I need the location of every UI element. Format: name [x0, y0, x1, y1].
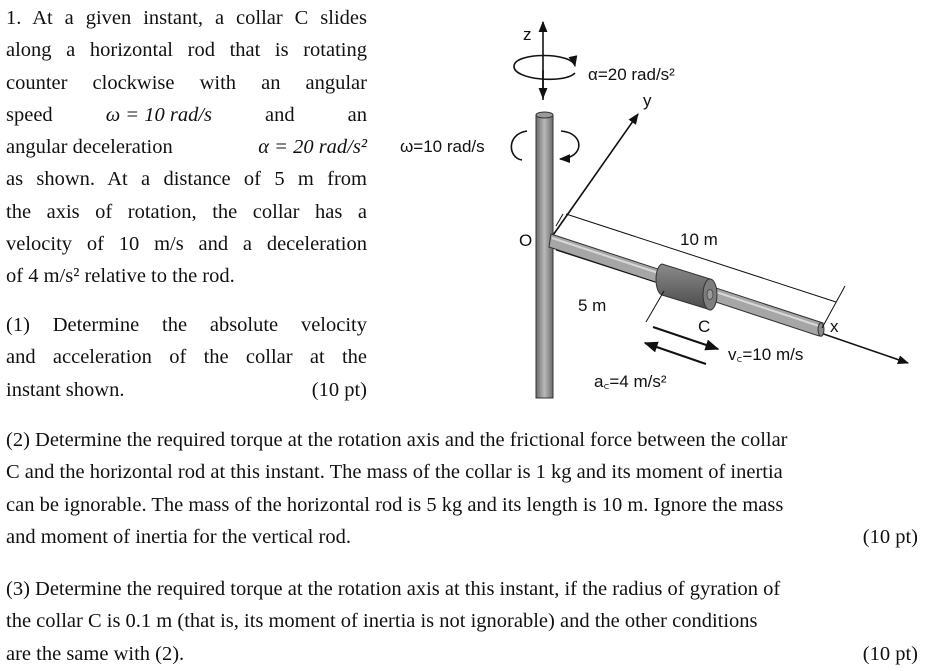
y-axis-label: y [643, 91, 652, 110]
length-dimension-tick-right [821, 285, 846, 329]
intro-an-word: an [347, 103, 367, 126]
intro-line-6: as shown. At a distance of 5 m from [6, 168, 367, 191]
q2-line-1: (2) Determine the required torque at the… [6, 429, 788, 451]
intro-line-2: along a horizontal rod that is rotating [6, 39, 367, 62]
intro-line-5: angular deceleration α = 20 rad/s² [6, 131, 367, 163]
intro-line-8: velocity of 10 m/s and a deceleration [6, 233, 367, 256]
q2-line-4: and moment of inertia for the vertical r… [6, 521, 918, 553]
length-dimension-tick-left [555, 213, 564, 227]
vertical-rod-top [535, 111, 554, 119]
collar-label: C [698, 317, 710, 336]
omega-expression: ω = 10 rad/s [105, 103, 213, 126]
q1-line-2: and acceleration of the collar at the [6, 346, 367, 369]
collar-c [655, 263, 718, 311]
alpha-arc-icon [513, 54, 578, 81]
q3-line-3: are the same with (2). (10 pt) [6, 638, 918, 670]
distance-dimension-tick [645, 290, 665, 323]
length-label: 10 m [680, 230, 718, 249]
q1-line-3: instant shown. (10 pt) [6, 374, 367, 406]
q3-points: (10 pt) [862, 642, 918, 665]
alpha-label: α=20 rad/s² [588, 65, 675, 84]
z-axis-label: z [523, 25, 532, 44]
intro-line-4: speed ω = 10 rad/s and an [6, 99, 367, 131]
intro-deceleration-words: angular deceleration [6, 136, 173, 159]
alpha-expression: α = 20 rad/s² [258, 136, 367, 159]
question-1: (1) Determine the absolute velocity and … [6, 309, 367, 406]
velocity-arrow [652, 326, 720, 351]
q2-line-4-text: and moment of inertia for the vertical r… [6, 525, 351, 548]
acceleration-label: a꜀=4 m/s² [594, 372, 667, 391]
intro-and-word: and [265, 103, 295, 126]
omega-arc-icon [510, 130, 580, 160]
intro-line-7: the axis of rotation, the collar has a [6, 200, 367, 223]
question-3: (3) Determine the required torque at the… [6, 573, 918, 670]
intro-line-9: of 4 m/s² relative to the rod. [6, 265, 235, 288]
origin-label: O [519, 231, 532, 250]
intro-line-3: counter clockwise with an angular [6, 71, 367, 94]
intro-speed-word: speed [6, 103, 53, 126]
q1-line-3-text: instant shown. [6, 378, 125, 401]
q1-points: (10 pt) [311, 378, 367, 401]
distance-dimension-line [555, 249, 656, 283]
q1-line-1: (1) Determine the absolute velocity [6, 314, 367, 336]
question-2: (2) Determine the required torque at the… [6, 424, 918, 553]
horizontal-rod-end [817, 322, 825, 337]
q3-line-2: the collar C is 0.1 m (that is, its mome… [6, 610, 758, 633]
length-dimension-line [565, 213, 837, 303]
velocity-label: v꜀=10 m/s [728, 345, 803, 364]
vertical-rod [535, 114, 554, 399]
distance-label: 5 m [578, 296, 606, 315]
intro-line-1: 1. At a given instant, a collar C slides [6, 7, 367, 29]
q2-points: (10 pt) [862, 525, 918, 548]
problem-intro: 1. At a given instant, a collar C slides… [6, 2, 367, 293]
x-axis-label: x [830, 317, 839, 336]
acceleration-arrow [643, 341, 707, 365]
q3-line-3-text: are the same with (2). [6, 642, 185, 665]
q2-line-2: C and the horizontal rod at this instant… [6, 461, 783, 484]
y-axis-arrow [550, 113, 639, 239]
q3-line-1: (3) Determine the required torque at the… [6, 578, 781, 600]
q2-line-3: can be ignorable. The mass of the horizo… [6, 493, 784, 516]
omega-label: ω=10 rad/s [400, 137, 485, 156]
